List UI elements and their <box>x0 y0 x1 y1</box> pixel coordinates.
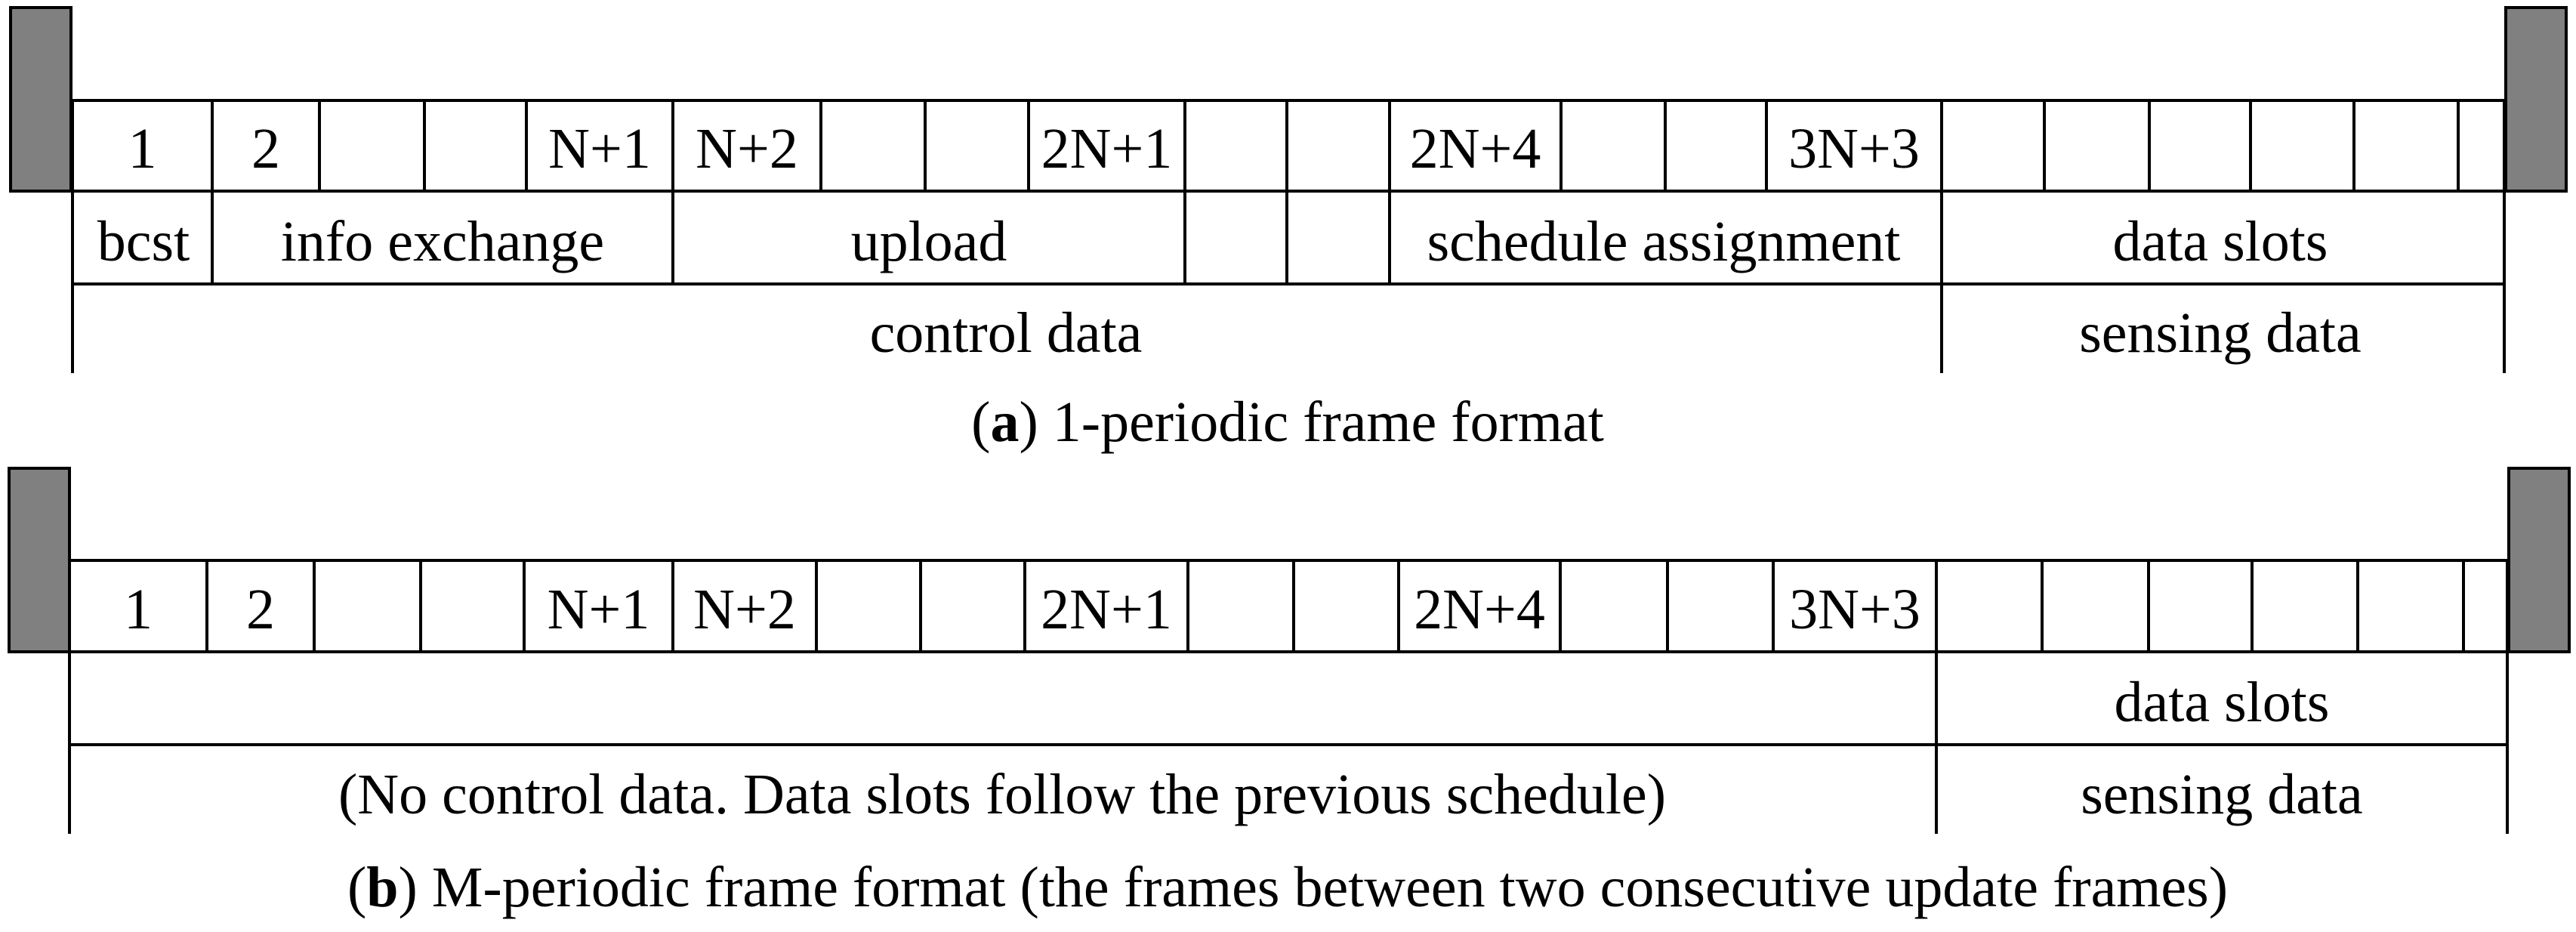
frame-a-field-data-slots: data slots <box>2113 210 2328 273</box>
slot-label: 3N+3 <box>1788 117 1920 181</box>
frame-b-left-end-cap <box>8 467 71 653</box>
slot-label: N+2 <box>693 578 796 641</box>
frame-a-group-sensing-data: sensing data <box>2079 301 2362 365</box>
frame-a-group-control-data: control data <box>870 301 1143 365</box>
frame-a-left-end-cap <box>9 6 72 193</box>
frame-a-field-schedule-assignment: schedule assignment <box>1427 210 1901 273</box>
slot-label: 2N+4 <box>1414 578 1545 641</box>
slot-label: 2N+1 <box>1041 117 1173 181</box>
frame-a-field-bcst: bcst <box>97 210 190 273</box>
frame-a-grid-lines <box>71 99 2506 373</box>
slot-label: N+1 <box>548 117 651 181</box>
frame-a-field-upload: upload <box>851 210 1007 273</box>
slot-label: N+1 <box>548 578 650 641</box>
frame-b-field-data-slots: data slots <box>2115 671 2330 734</box>
frame-b-right-end-cap <box>2507 467 2571 653</box>
slot-label: 2N+4 <box>1410 117 1541 181</box>
slot-label: 2 <box>251 117 280 181</box>
frame-b-grid-lines <box>68 559 2509 834</box>
frame-b-group-no-control: (No control data. Data slots follow the … <box>338 763 1666 826</box>
slot-label: 2N+1 <box>1041 578 1172 641</box>
frame-b-caption-letter: b <box>366 856 398 919</box>
frame-b-caption: (b) M-periodic frame format (the frames … <box>347 856 2228 919</box>
frame-b-group-sensing-data: sensing data <box>2081 763 2363 826</box>
frame-a-caption: (a) 1-periodic frame format <box>971 390 1604 454</box>
frame-a-caption-letter: a <box>990 390 1019 454</box>
frame-a-caption-text: 1-periodic frame format <box>1053 390 1604 454</box>
slot-label: N+2 <box>696 117 798 181</box>
frame-a-field-info-exchange: info exchange <box>281 210 604 273</box>
frame-b-caption-text: M-periodic frame format (the frames betw… <box>432 856 2228 919</box>
frame-a-right-end-cap <box>2504 6 2568 193</box>
slot-label: 1 <box>128 117 157 181</box>
slot-label: 2 <box>246 578 275 641</box>
slot-label: 1 <box>124 578 153 641</box>
slot-label: 3N+3 <box>1789 578 1920 641</box>
